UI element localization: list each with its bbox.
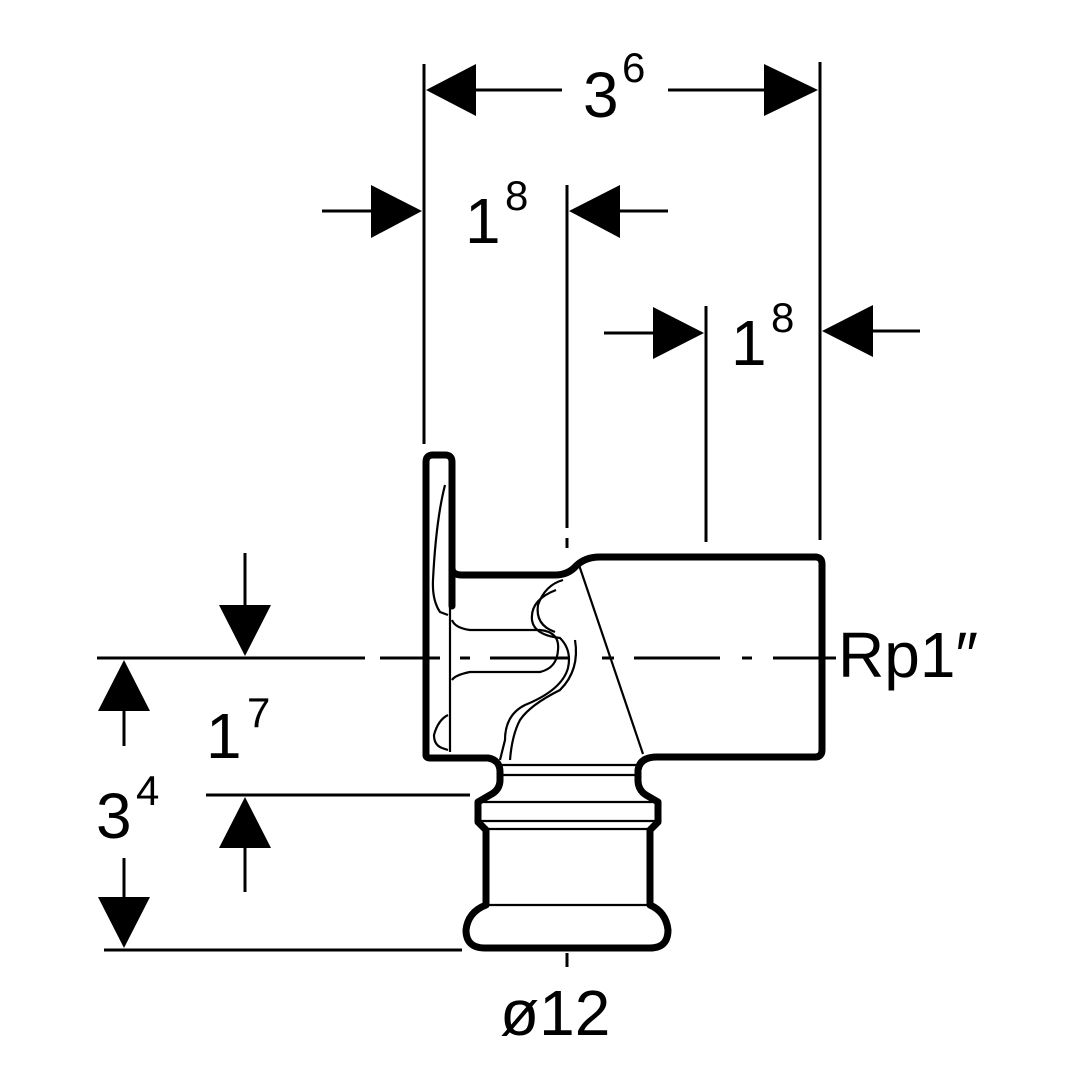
extension-lines [97,62,822,967]
dim-overall-height-sup: 4 [136,767,159,814]
arrow-left-icon [822,305,873,357]
svg-text:3: 3 [96,780,132,852]
svg-text:6: 6 [622,44,645,91]
dim-flange-to-body-sup: 8 [505,172,528,219]
svg-text:3: 3 [583,59,619,131]
svg-text:Rp1″: Rp1″ [838,619,978,691]
dim-flange-to-body-base: 1 [465,185,501,257]
svg-text:1: 1 [465,185,501,257]
dim-overall-height-base: 3 [96,780,132,852]
press-socket [462,776,672,952]
arrow-left-icon [569,185,620,238]
arrow-right-icon [371,185,422,238]
dim-overall-width-base: 3 [583,59,619,131]
arrow-down-icon [219,605,271,656]
svg-text:1: 1 [206,700,242,772]
svg-text:1: 1 [731,307,767,379]
arrow-right-icon [764,64,818,116]
arrow-down-icon [98,897,150,948]
dim-socket-length-base: 1 [731,307,767,379]
dim-overall-width-sup: 6 [622,44,645,91]
dim-socket-length-sup: 8 [771,294,794,341]
wall-flange [422,451,456,759]
arrow-up-icon [98,660,150,711]
dim-centerline-to-body-base: 1 [206,700,242,772]
body-top-edge [448,553,826,761]
thread-label: Rp1″ [838,619,978,691]
svg-text:4: 4 [136,767,159,814]
svg-text:ø12: ø12 [500,977,610,1049]
dim-centerline-to-body-sup: 7 [247,689,270,736]
arrow-right-icon [653,307,704,359]
fitting-body [422,451,826,952]
dimension-socket-length: 1 8 [604,294,920,379]
arrow-left-icon [426,64,476,116]
svg-text:7: 7 [247,689,270,736]
svg-text:8: 8 [771,294,794,341]
svg-text:8: 8 [505,172,528,219]
pipe-diameter-label: ø12 [500,977,610,1049]
arrow-up-icon [219,797,271,848]
dimension-centerline-to-body: 1 7 [206,553,271,892]
dimension-flange-to-body: 1 8 [322,172,668,257]
dimension-overall-width: 3 6 [426,44,818,131]
dimension-overall-height: 3 4 [96,660,159,948]
